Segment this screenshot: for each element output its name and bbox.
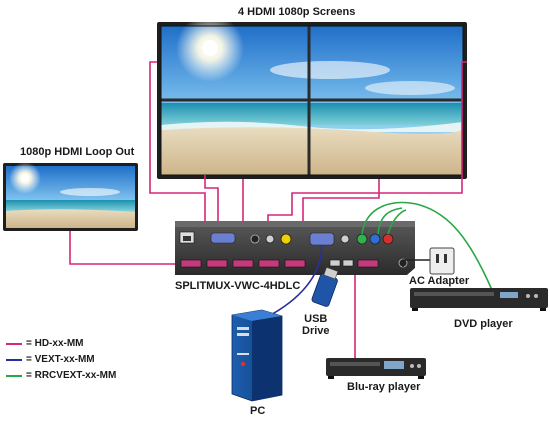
bluray-player-label: Blu-ray player (347, 381, 421, 393)
pc-label: PC (250, 405, 266, 417)
legend-swatch (6, 374, 22, 377)
splitmux-device (175, 221, 415, 275)
legend-item-vga: = VEXT-xx-MM (6, 354, 95, 365)
legend-swatch (6, 358, 22, 361)
bluray-player-icon (326, 358, 426, 379)
legend-text: = RRCVEXT-xx-MM (26, 370, 117, 381)
vga-cable (264, 244, 323, 319)
ac-adapter (429, 247, 455, 275)
loop-out-monitor (3, 162, 138, 231)
legend-item-hdmi: = HD-xx-MM (6, 338, 84, 349)
legend-text: = VEXT-xx-MM (26, 354, 95, 365)
legend-text: = HD-xx-MM (26, 338, 84, 349)
loop-out-label: 1080p HDMI Loop Out (20, 146, 135, 158)
ac-adapter-label: AC Adapter (409, 275, 470, 287)
screens-title: 4 HDMI 1080p Screens (238, 6, 356, 18)
video-wall (157, 14, 467, 179)
legend-item-component: = RRCVEXT-xx-MM (6, 370, 116, 381)
component-cable (361, 201, 493, 291)
legend-swatch (6, 342, 22, 345)
pc-tower-icon (231, 309, 283, 402)
dvd-player-label: DVD player (454, 318, 513, 330)
usb-drive-label: USB Drive (302, 313, 330, 337)
dvd-player-icon (410, 288, 548, 311)
usb-drive-icon (311, 267, 339, 307)
device-name-label: SPLITMUX-VWC-4HDLC (175, 280, 301, 292)
